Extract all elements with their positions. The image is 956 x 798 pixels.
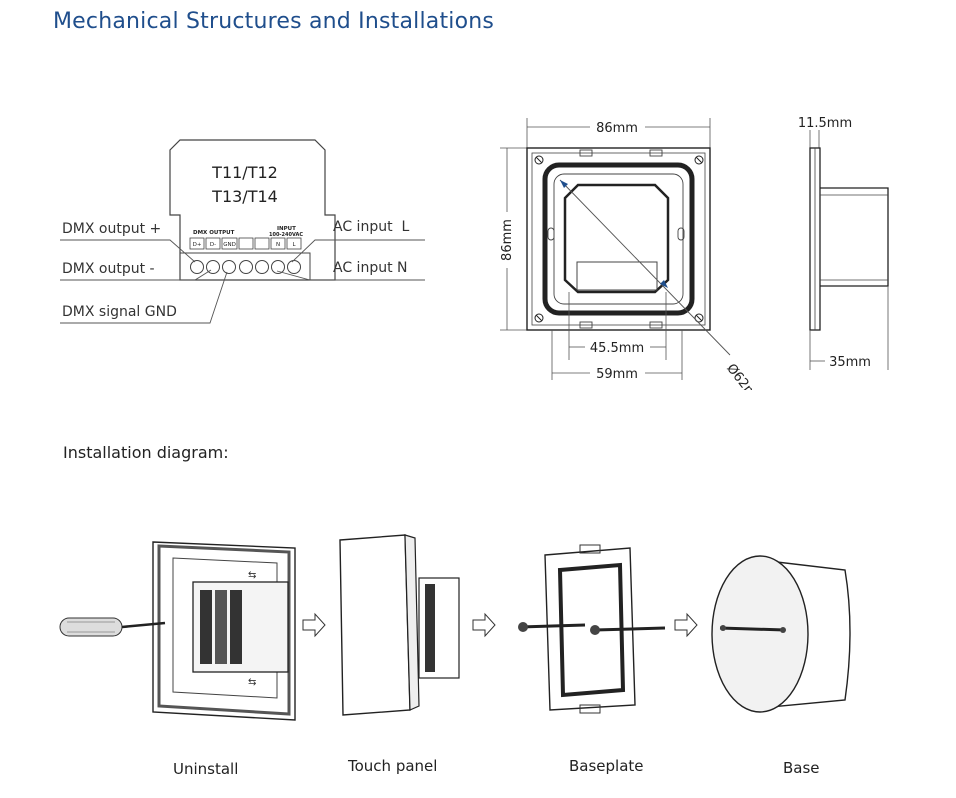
step-uninstall-drawing: ⇆ ⇆ — [59, 541, 296, 721]
leader-lines — [60, 239, 425, 324]
terminal-gnd: GND — [223, 242, 236, 248]
dmx-output-header: DMX OUTPUT — [193, 230, 235, 236]
installation-heading: Installation diagram: — [63, 443, 229, 462]
step-caption-touch-panel: Touch panel — [348, 757, 438, 775]
step-base-drawing — [711, 555, 851, 713]
terminal-labels: D+ D- GND N L — [189, 237, 302, 250]
dim-inner-width: 45.5mm — [590, 341, 644, 356]
wiring-diagram: T11/T12 T13/T14 DMX OUTPUT INPUT 100-240… — [60, 139, 425, 324]
step-caption-base: Base — [783, 759, 820, 777]
screw-terminals — [190, 260, 301, 274]
dim-depth: 35mm — [829, 355, 871, 370]
arrow-2-icon — [472, 612, 496, 638]
terminal-l: L — [292, 242, 296, 248]
installation-diagram: ⇆ ⇆ — [59, 534, 851, 721]
arrow-3-icon — [674, 612, 698, 638]
dim-thickness: 11.5mm — [798, 116, 852, 131]
step-baseplate-drawing — [518, 544, 666, 714]
dim-height: 86mm — [500, 219, 515, 261]
dim-outer-width: 59mm — [596, 367, 638, 382]
label-ac-n: AC input N — [333, 260, 408, 276]
label-dmx-plus: DMX output + — [62, 221, 161, 237]
step-caption-uninstall: Uninstall — [173, 760, 239, 778]
label-ac-l: AC input L — [333, 219, 409, 235]
dim-diameter: Ø62mm — [723, 361, 767, 390]
side-view-drawing: 11.5mm 35mm — [798, 116, 889, 370]
corner-screws — [534, 155, 704, 323]
terminal-block — [179, 252, 311, 281]
front-view-drawing: 86mm 86mm Ø62mm 45.5mm 59mm — [500, 118, 767, 390]
terminal-n: N — [276, 242, 280, 248]
svg-text:⇆: ⇆ — [248, 677, 256, 688]
input-voltage: 100-240VAC — [269, 232, 303, 238]
side-body — [820, 187, 889, 287]
dim-width: 86mm — [596, 121, 638, 136]
terminal-d-minus: D- — [210, 242, 216, 248]
step-caption-baseplate: Baseplate — [569, 757, 644, 775]
label-dmx-minus: DMX output - — [62, 261, 155, 277]
page-title: Mechanical Structures and Installations — [53, 9, 495, 34]
model-line2: T13/T14 — [211, 187, 278, 206]
input-header: INPUT — [277, 226, 296, 232]
model-line1: T11/T12 — [211, 163, 278, 182]
label-dmx-gnd: DMX signal GND — [62, 304, 177, 320]
plate-outline — [526, 147, 711, 331]
terminal-d-plus: D+ — [193, 242, 202, 248]
arrow-1-icon — [302, 612, 326, 638]
svg-text:⇆: ⇆ — [248, 570, 256, 581]
step-touch-panel-drawing — [339, 534, 460, 716]
